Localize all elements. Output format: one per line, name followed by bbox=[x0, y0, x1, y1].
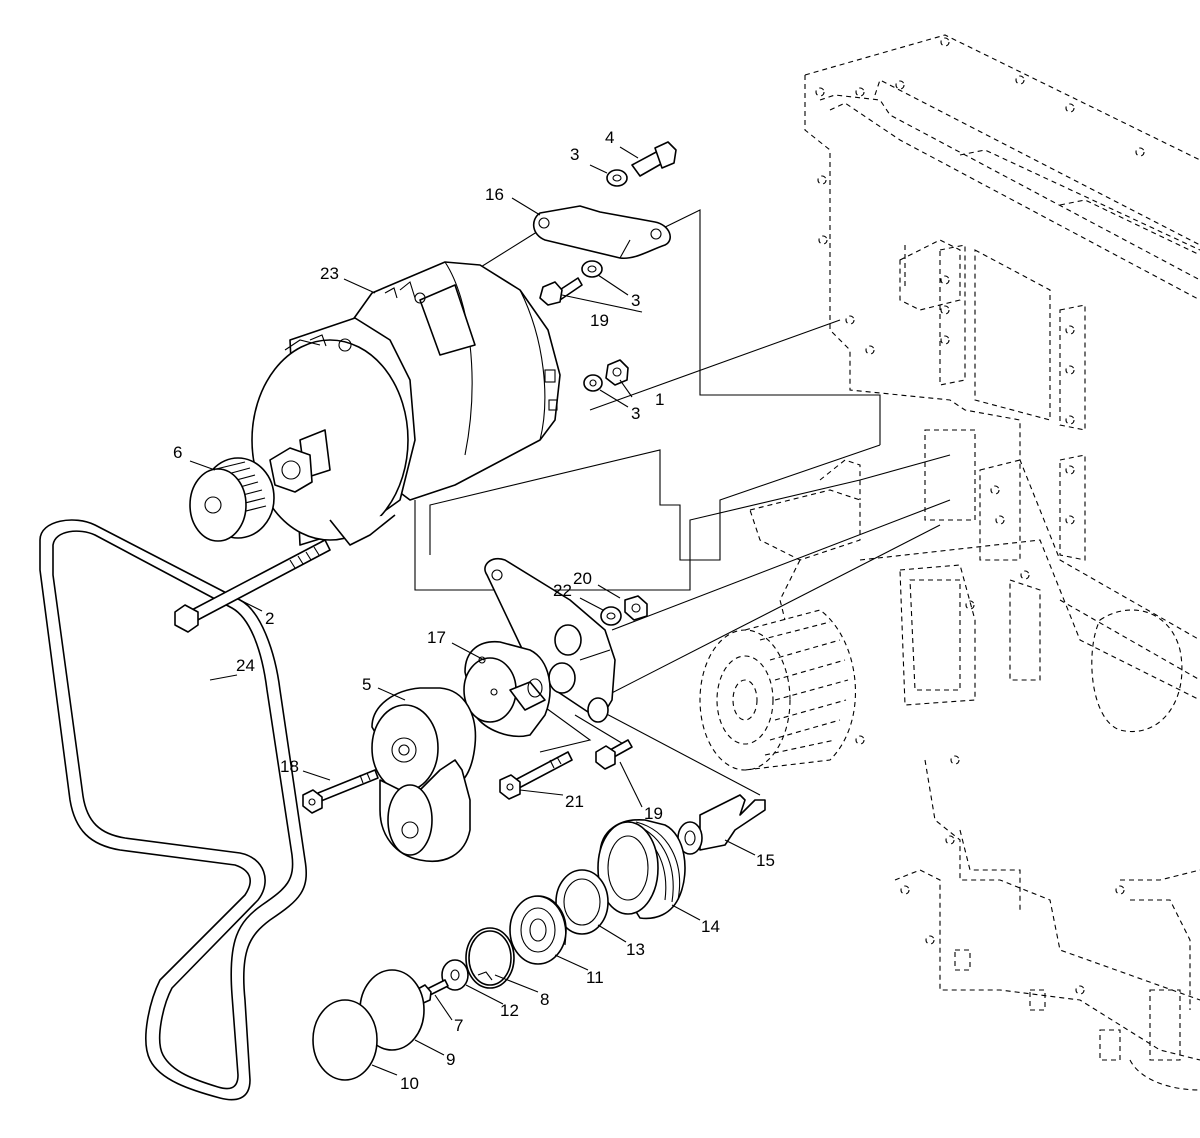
callout-18: 18 bbox=[280, 757, 299, 776]
engine-block-outline bbox=[699, 34, 1200, 1091]
bolt-19-lower bbox=[595, 739, 633, 770]
callout-21: 21 bbox=[565, 792, 584, 811]
callout-23: 23 bbox=[320, 264, 339, 283]
pulley-14 bbox=[597, 819, 686, 920]
callout-labels: 1 2 3 3 3 4 5 6 7 8 9 10 11 12 13 14 15 … bbox=[173, 128, 775, 1093]
callout-24: 24 bbox=[236, 656, 255, 675]
tensioner-pulley bbox=[371, 687, 477, 862]
leader-lines bbox=[189, 146, 756, 1076]
washer-and-nut bbox=[600, 595, 648, 626]
alternator-pulley bbox=[189, 457, 275, 542]
callout-19a: 19 bbox=[644, 804, 663, 823]
callout-3a: 3 bbox=[570, 145, 579, 164]
callout-2: 2 bbox=[265, 609, 274, 628]
rings-and-bearings bbox=[413, 869, 609, 1005]
tensioner-bracket bbox=[463, 557, 616, 738]
callout-5: 5 bbox=[362, 675, 371, 694]
serpentine-belt bbox=[39, 519, 307, 1101]
shaft-15 bbox=[677, 794, 766, 855]
callout-13: 13 bbox=[626, 940, 645, 959]
callout-11: 11 bbox=[586, 968, 604, 987]
callout-15: 15 bbox=[756, 851, 775, 870]
callout-16: 16 bbox=[485, 185, 504, 204]
callout-22: 22 bbox=[553, 581, 572, 600]
callout-1: 1 bbox=[655, 390, 664, 409]
callout-7: 7 bbox=[454, 1016, 463, 1035]
callout-17: 17 bbox=[427, 628, 446, 647]
bracket-strap bbox=[532, 205, 671, 260]
alternator bbox=[251, 261, 561, 546]
callout-9: 9 bbox=[446, 1050, 455, 1069]
callout-19b: 19 bbox=[590, 311, 609, 330]
callout-14: 14 bbox=[701, 917, 720, 936]
covers-9-10 bbox=[312, 969, 425, 1081]
callout-4: 4 bbox=[605, 128, 614, 147]
callout-12: 12 bbox=[500, 1001, 519, 1020]
fasteners-top bbox=[539, 141, 677, 392]
callout-8: 8 bbox=[540, 990, 549, 1009]
callout-10: 10 bbox=[400, 1074, 419, 1093]
callout-3c: 3 bbox=[631, 404, 640, 423]
callout-20: 20 bbox=[573, 569, 592, 588]
callout-6: 6 bbox=[173, 443, 182, 462]
bolt-21 bbox=[499, 751, 573, 800]
long-bolt bbox=[174, 539, 331, 633]
bolt-18 bbox=[302, 769, 379, 814]
callout-3b: 3 bbox=[631, 291, 640, 310]
